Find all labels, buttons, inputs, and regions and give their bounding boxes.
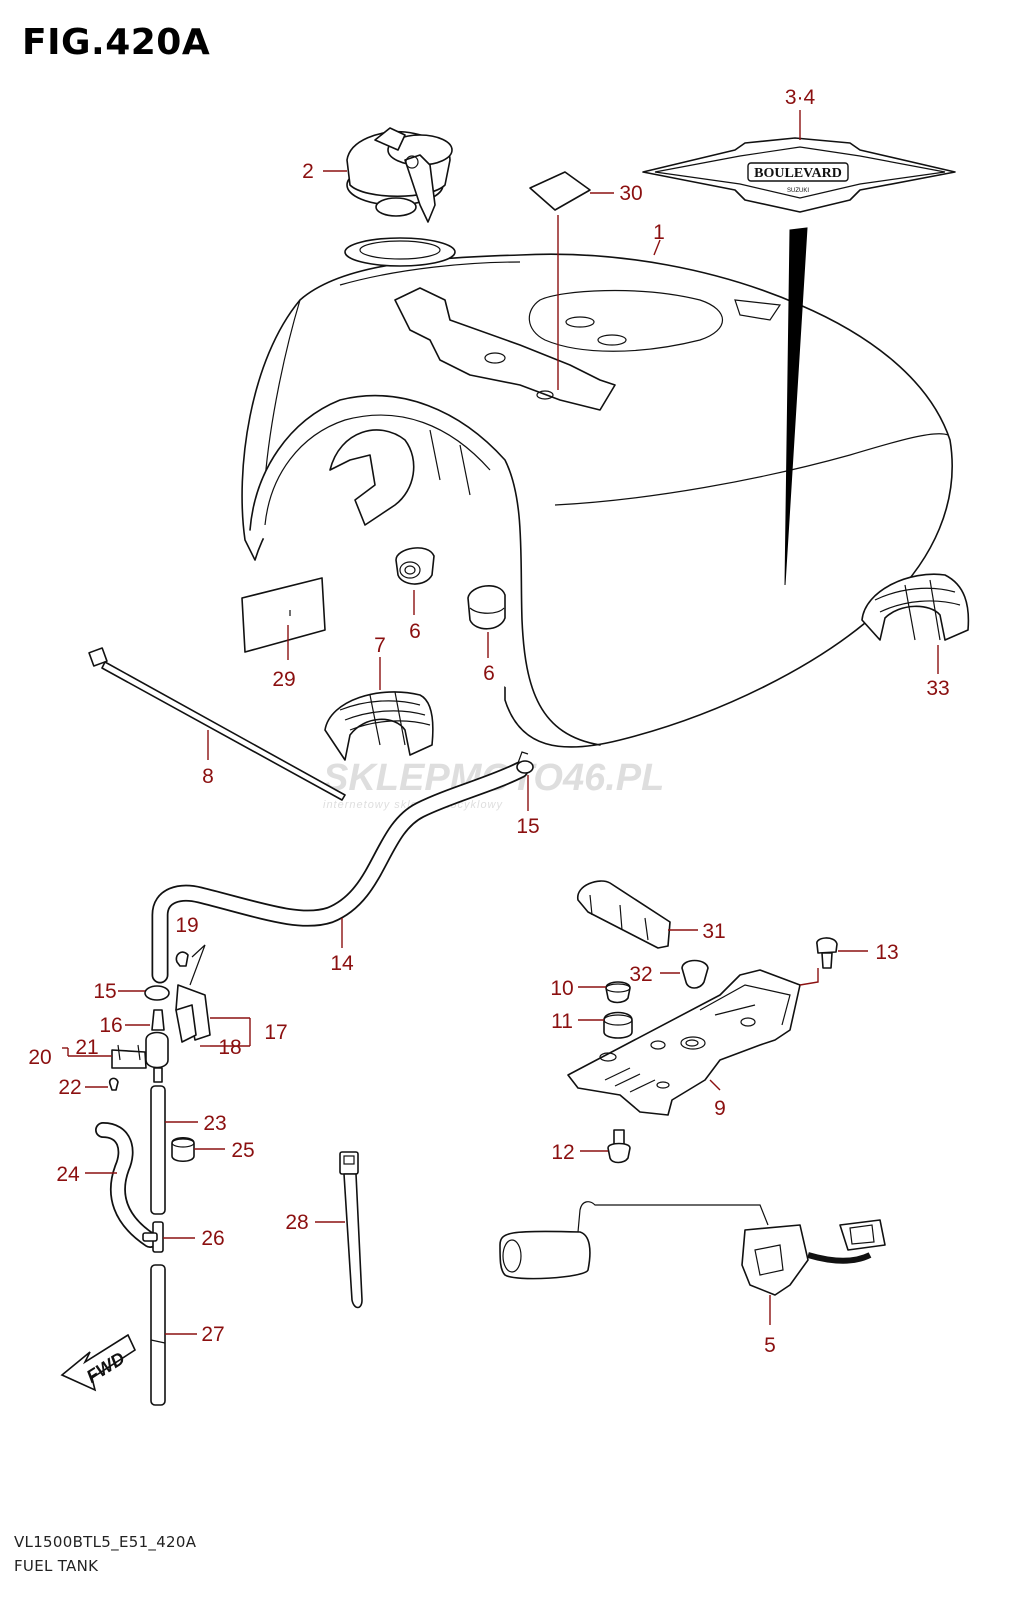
callouts: 3·4 2 30 1 6 6 29 7 33 8 15 14 19 15 16 … bbox=[28, 86, 949, 1357]
bracket-part-9 bbox=[567, 969, 801, 1116]
callout-27: 27 bbox=[201, 1323, 224, 1346]
collar-part-25 bbox=[171, 1136, 195, 1163]
callout-18: 18 bbox=[218, 1036, 241, 1059]
bolt-part-13 bbox=[816, 937, 838, 969]
clamp-part-15a bbox=[516, 751, 534, 774]
cable-tie-part-28 bbox=[339, 1151, 363, 1309]
cushion-part-31 bbox=[577, 880, 671, 949]
emblem-sub-text: SUZUKI bbox=[787, 188, 809, 194]
label-part-30 bbox=[529, 171, 591, 211]
callout-30: 30 bbox=[619, 182, 642, 205]
cushion-part-6a bbox=[395, 547, 435, 585]
screw-part-19 bbox=[175, 951, 189, 967]
callout-24: 24 bbox=[56, 1163, 80, 1186]
fuel-tank-part-1 bbox=[241, 237, 953, 748]
fuel-gauge-part-5 bbox=[499, 1201, 886, 1296]
fuel-cap-part-2 bbox=[346, 127, 453, 223]
callout-11: 11 bbox=[551, 1010, 573, 1033]
callout-15a: 15 bbox=[516, 815, 539, 838]
callout-25: 25 bbox=[231, 1139, 254, 1162]
callout-10: 10 bbox=[550, 977, 573, 1000]
model-code: VL1500BTL5_E51_420A bbox=[14, 1533, 197, 1551]
callout-22: 22 bbox=[58, 1076, 81, 1099]
boulevard-emblem-part-3-4: BOULEVARD SUZUKI bbox=[642, 137, 956, 586]
figure-title: FIG.420A bbox=[22, 22, 211, 63]
rubber-cushion-part-7 bbox=[324, 691, 434, 761]
joint-part-26 bbox=[142, 1221, 164, 1253]
callout-15b: 15 bbox=[93, 980, 116, 1003]
fwd-arrow-icon: FWD bbox=[60, 1333, 137, 1392]
screw-part-12 bbox=[607, 1129, 631, 1164]
label-part-29 bbox=[241, 577, 326, 653]
callout-8: 8 bbox=[202, 765, 214, 788]
callout-29: 29 bbox=[272, 668, 295, 691]
callout-31: 31 bbox=[702, 920, 725, 943]
section-name: FUEL TANK bbox=[14, 1557, 99, 1575]
emblem-main-text: BOULEVARD bbox=[754, 166, 842, 181]
callout-6b: 6 bbox=[483, 662, 495, 685]
hose-part-23 bbox=[150, 1085, 166, 1215]
callout-12: 12 bbox=[551, 1141, 574, 1164]
callout-9: 9 bbox=[714, 1097, 726, 1120]
callout-16: 16 bbox=[99, 1014, 122, 1037]
callout-3-4: 3·4 bbox=[785, 86, 816, 109]
hose-part-27 bbox=[150, 1264, 166, 1406]
grommet-part-10 bbox=[605, 981, 631, 1004]
valve-assembly-left bbox=[108, 944, 211, 1091]
callout-32: 32 bbox=[629, 963, 652, 986]
callout-2: 2 bbox=[302, 160, 314, 183]
rubber-cushion-part-33 bbox=[861, 573, 970, 641]
cable-tie-part-8 bbox=[88, 647, 346, 801]
callout-14: 14 bbox=[330, 952, 354, 975]
callout-5: 5 bbox=[764, 1334, 776, 1357]
callout-33: 33 bbox=[926, 677, 949, 700]
callout-20: 20 bbox=[28, 1046, 51, 1069]
hose-part-24 bbox=[95, 1122, 158, 1248]
clamp-part-15b bbox=[144, 985, 170, 1001]
cushion-part-32 bbox=[681, 959, 709, 989]
breather-hose-part-14 bbox=[151, 761, 529, 984]
callout-21: 21 bbox=[75, 1036, 98, 1059]
leader-lines bbox=[62, 110, 939, 1335]
clamp-part-21 bbox=[111, 1049, 147, 1069]
callout-26: 26 bbox=[201, 1227, 224, 1250]
callout-6a: 6 bbox=[409, 620, 421, 643]
cushion-part-6b bbox=[467, 585, 506, 630]
callout-28: 28 bbox=[285, 1211, 308, 1234]
callout-17: 17 bbox=[264, 1021, 287, 1044]
screw-part-22 bbox=[108, 1077, 119, 1091]
callout-13: 13 bbox=[875, 941, 898, 964]
valve-part-16 bbox=[151, 1009, 165, 1031]
grommet-part-11 bbox=[603, 1011, 633, 1039]
callout-7: 7 bbox=[374, 634, 386, 657]
callout-1: 1 bbox=[653, 221, 665, 244]
callout-19: 19 bbox=[175, 914, 198, 937]
callout-23: 23 bbox=[203, 1112, 226, 1135]
